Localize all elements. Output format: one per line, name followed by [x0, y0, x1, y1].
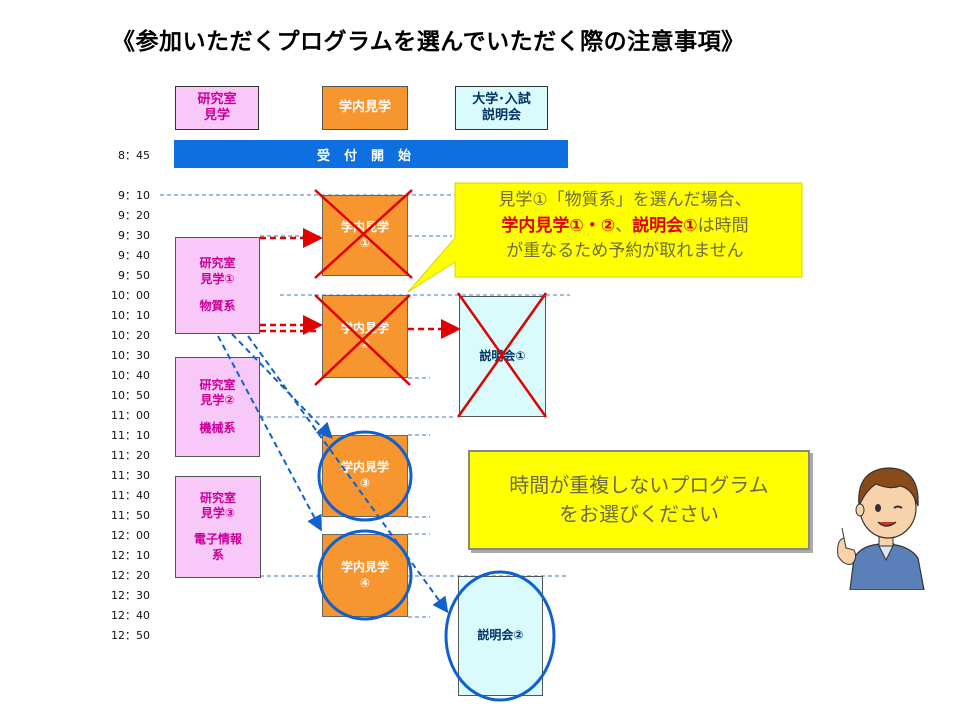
lab-tour-3-name-1: 研究室 [199, 490, 236, 505]
campus-tour-3-line2: ③ [359, 476, 371, 490]
header-info-line1: 大学･入試 [472, 91, 531, 107]
header-lab-line2: 見学 [203, 108, 230, 123]
lab-tour-2: 研究室 見学② 機械系 [175, 357, 260, 457]
time-label: 12：30 [111, 589, 150, 602]
header-lab-line1: 研究室 [197, 91, 237, 107]
time-label: 9：30 [118, 229, 150, 242]
header-campus-tour: 学内見学 [322, 86, 408, 130]
time-label: 11：00 [111, 409, 150, 422]
time-label: 12：00 [111, 529, 150, 542]
time-label: 9：40 [118, 249, 150, 262]
campus-tour-4-line1: 学内見学 [340, 559, 389, 574]
time-label: 12：50 [111, 629, 150, 642]
time-label: 12：20 [111, 569, 150, 582]
callout-bubble [407, 182, 803, 293]
callout-line2-end: は時間 [697, 215, 749, 236]
time-label: 11：10 [111, 429, 150, 442]
time-label: 10：00 [111, 289, 150, 302]
time-label: 11：40 [111, 489, 150, 502]
time-label: 12：10 [111, 549, 150, 562]
ok-circles [317, 430, 556, 702]
lab-tour-2-field: 機械系 [199, 420, 236, 435]
lab-tour-1-name-1: 研究室 [199, 256, 236, 271]
conflict-arrows [260, 228, 461, 339]
lab-tour-2-name-2: 見学② [200, 393, 235, 408]
lab-tour-3: 研究室 見学③ 電子情報 系 [175, 476, 261, 578]
ok-arrows [217, 333, 449, 614]
header-lab-tour: 研究室見学 [175, 86, 259, 130]
time-label: 9：50 [118, 269, 150, 282]
header-info-line2: 説明会 [481, 108, 521, 123]
campus-tour-4: 学内見学 ④ [322, 534, 408, 617]
time-label: 10：20 [111, 329, 150, 342]
callout-sep: 、 [615, 215, 633, 236]
time-label: 10：40 [111, 369, 150, 382]
time-label: 10：50 [111, 389, 150, 402]
student-illustration [837, 467, 925, 590]
lab-tour-3-name-2: 見学③ [200, 506, 236, 521]
callout-campus-conflict: 学内見学①・② [501, 215, 616, 236]
callout-line3: が重なるため予約が取れません [506, 241, 744, 261]
page-title: 《参加いただくプログラムを選んでいただく際の注意事項》 [112, 29, 745, 55]
lab-tour-3-field-2: 系 [211, 547, 224, 562]
campus-tour-4-line2: ④ [359, 575, 371, 590]
campus-tour-3: 学内見学 ③ [322, 435, 408, 517]
time-label: 11：50 [111, 509, 150, 522]
info-session-2: 説明会② [458, 576, 543, 696]
callout-line2: 学内見学①・②、説明会①は時間 [452, 214, 798, 240]
time-label: 8：45 [118, 149, 150, 162]
advice-box: 時間が重複しないプログラム をお選びください [468, 450, 810, 550]
callout-text: 見学①「物質系」を選んだ場合、 学内見学①・②、説明会①は時間 が重なるため予約… [452, 188, 798, 265]
campus-tour-3-line1: 学内見学 [340, 460, 389, 475]
time-label: 9：10 [118, 189, 150, 202]
callout-info-conflict: 説明会① [632, 215, 698, 236]
time-label: 11：20 [111, 449, 150, 462]
time-label: 9：20 [118, 209, 150, 222]
header-info-session: 大学･入試説明会 [455, 86, 548, 130]
time-label: 10：10 [111, 309, 150, 322]
reception-bar: 受付開始 [174, 140, 568, 168]
time-label: 11：30 [111, 469, 150, 482]
lab-tour-1-name-2: 見学① [200, 271, 235, 286]
lab-tour-3-field-1: 電子情報 [193, 532, 242, 546]
callout-line1: 見学①「物質系」を選んだ場合、 [498, 190, 752, 210]
time-label: 12：40 [111, 609, 150, 622]
campus-tour-1-line2: ① [359, 235, 371, 250]
lab-tour-1-field: 物質系 [199, 299, 236, 314]
lab-tour-1: 研究室 見学① 物質系 [175, 237, 260, 334]
conflict-x-marks [314, 189, 548, 418]
advice-line2: をお選びください [559, 502, 719, 526]
advice-line1: 時間が重複しないプログラム [509, 473, 769, 497]
time-label: 10：30 [111, 349, 150, 362]
lab-tour-2-name-1: 研究室 [199, 377, 236, 392]
